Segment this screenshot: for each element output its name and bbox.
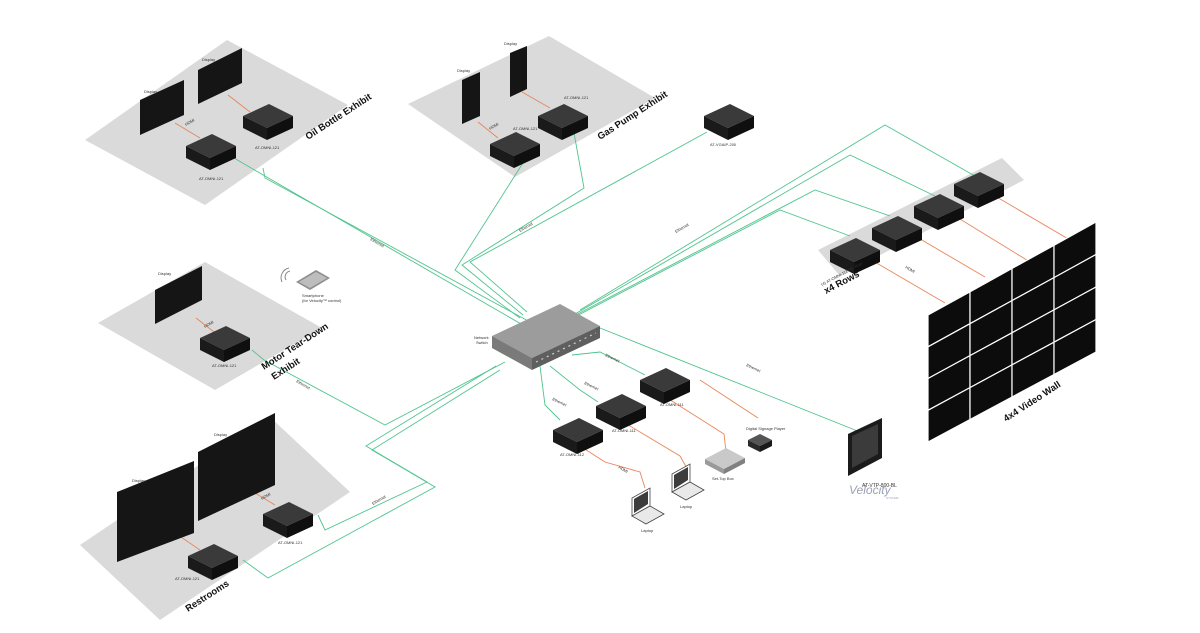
cable-gas-b [461, 132, 585, 316]
motor-device-label: AT-OMNI-121 [212, 363, 237, 368]
cable-oil-a [233, 157, 529, 329]
gas-display-b-label: Display [504, 41, 517, 46]
signage-label: Digital Signage Player [746, 426, 786, 431]
cable-cluster-2 [549, 365, 599, 403]
velocity-logo-sub: SYSTEM [886, 496, 899, 500]
restrooms-zone [80, 417, 350, 620]
cable-oil-b [262, 167, 531, 323]
restroom-display-b [198, 413, 275, 521]
cable-touch-panel [594, 325, 861, 433]
cluster-device-2 [596, 394, 646, 430]
ethernet-label: Ethernet [584, 380, 601, 391]
smartphone-icon [280, 267, 330, 290]
ethernet-label: Ethernet [746, 362, 763, 373]
cluster-dev2-label: AT-OMNI-111 [612, 428, 637, 433]
switch-label-1: Network [474, 335, 489, 340]
motor-zone [98, 262, 322, 390]
digital-signage-player [748, 434, 772, 452]
laptop-a-label: Laptop [641, 528, 654, 533]
oil-display-b-label: Display [202, 57, 215, 62]
ethernet-label: Ethernet [605, 352, 622, 363]
cable-motor [251, 349, 506, 426]
cable-rack-1 [564, 209, 851, 323]
touch-panel [848, 418, 882, 476]
restroom-display-a-label: Display [132, 478, 145, 483]
oil-bottle-zone [85, 40, 348, 205]
oil-display-a [140, 80, 184, 135]
cable-cluster-3 [571, 351, 646, 376]
cable-rack-3 [574, 154, 936, 315]
smartphone-label-1: Smartphone [302, 293, 325, 298]
vgaip-label: AT-VGAIP-200 [710, 142, 737, 147]
cable-restroom-b [317, 365, 497, 531]
gas-pump-zone [408, 36, 655, 177]
cluster-dev1-label: AT-OMNI-112 [560, 452, 585, 457]
oil-hdmi-label: HDMI [184, 117, 195, 126]
restroom-device-b-label: AT-OMNI-121 [278, 540, 303, 545]
gas-display-b [510, 46, 527, 97]
oil-device-b-label: AT-OMNI-121 [255, 145, 280, 150]
gas-device-a-label: AT-OMNI-121 [513, 126, 538, 131]
gas-hdmi-label: HDMI [488, 121, 499, 130]
ethernet-label: Ethernet [674, 222, 690, 234]
cluster-dev3-label: AT-OMNI-111 [660, 402, 685, 407]
cable-restroom-a [242, 369, 501, 579]
velocity-logo: Velocity [849, 483, 892, 497]
cluster-hdmi-label: HDMI [618, 465, 629, 474]
cable-rack-4 [579, 124, 976, 311]
restroom-display-a [117, 461, 194, 562]
oil-display-a-label: Display [144, 89, 157, 94]
laptop-icon [671, 463, 705, 501]
switch-label-2: Switch [476, 340, 488, 345]
smartphone-label-2: (for Velocity™ control) [302, 298, 342, 303]
restroom-display-b-label: Display [214, 432, 227, 437]
oil-device-a-label: AT-OMNI-121 [199, 176, 224, 181]
gas-device-b-label: AT-OMNI-121 [564, 95, 589, 100]
motor-display-label: Display [158, 271, 171, 276]
motor-display [155, 266, 202, 324]
motor-hdmi-label: HDMI [203, 319, 214, 328]
video-wall-panel [1053, 318, 1097, 376]
cable-vgaip [469, 131, 708, 313]
cable-cluster-1 [539, 365, 561, 421]
laptop-icon [631, 487, 665, 525]
set-top-box [705, 448, 745, 474]
vgaip-device [704, 104, 754, 140]
cluster-device-3 [640, 368, 690, 404]
video-wall [927, 220, 1097, 444]
cable-rack-2 [569, 189, 891, 319]
gas-display-a-label: Display [457, 68, 470, 73]
cluster-device-1 [553, 418, 603, 454]
network-switch [492, 304, 600, 370]
cable-gas-a [454, 154, 529, 319]
rack-hdmi-label: HDMI [905, 265, 916, 274]
settop-label: Set-Top Box [712, 476, 734, 481]
restroom-device-a-label: AT-OMNI-121 [175, 576, 200, 581]
ethernet-cables [233, 124, 976, 579]
restroom-hdmi-label: HDMI [260, 491, 271, 500]
ethernet-label: Ethernet [370, 237, 386, 249]
ethernet-label: Ethernet [296, 379, 312, 391]
displays [117, 46, 527, 562]
ethernet-label: Ethernet [552, 396, 569, 407]
oil-display-b [198, 48, 242, 104]
hdmi-cables [174, 91, 1071, 551]
gas-display-a [462, 72, 480, 124]
laptop-b-label: Laptop [680, 504, 693, 509]
touch-panel-model: AT-VTP-800-BL [862, 483, 897, 489]
